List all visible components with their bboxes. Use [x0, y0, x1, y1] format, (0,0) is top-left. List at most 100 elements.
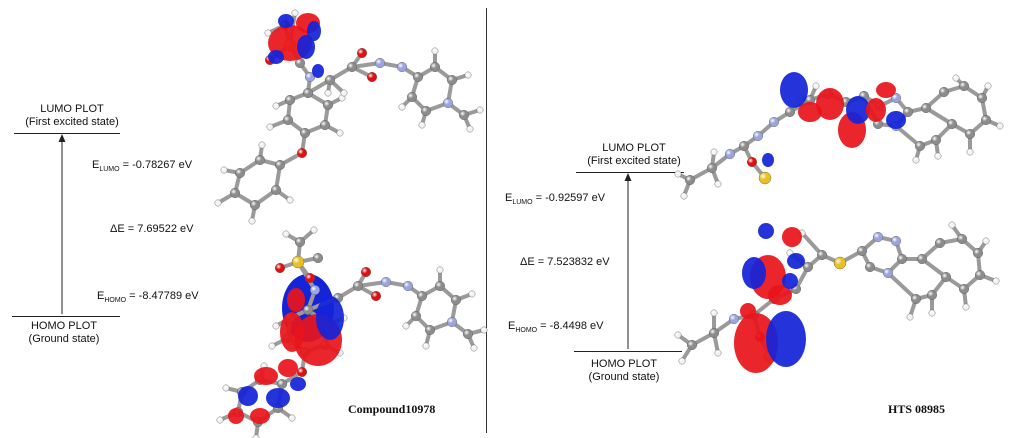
left-homo-atom [424, 324, 435, 335]
left-homo-atom [222, 384, 230, 392]
right-lumo-atom [914, 140, 925, 151]
right-homo-atom [948, 221, 956, 229]
left-lumo-atom [429, 62, 440, 73]
right-homo-atom [678, 357, 686, 365]
left-lumo-atom [299, 127, 310, 138]
left-homo-atom [294, 237, 305, 248]
right-e-homo: EHOMO = -8.4498 eV [508, 320, 604, 335]
left-lumo-atom [336, 129, 344, 137]
left-homo-atom [370, 290, 381, 301]
right-homo-atom [928, 309, 936, 317]
left-e-lumo: ELUMO = -0.78267 eV [92, 159, 193, 174]
right-homo-sublabel: (Ground state) [588, 371, 660, 383]
left-homo-atom [216, 416, 224, 424]
left-lumo-atom [254, 154, 265, 165]
right-e-lumo: ELUMO = -0.92597 eV [505, 192, 606, 207]
left-lumo-atom [220, 166, 228, 174]
left-homo-orbital-lobe [278, 359, 298, 377]
left-lumo-atom [374, 58, 385, 69]
right-lumo-atom [934, 152, 942, 160]
right-lumo-atom [920, 103, 931, 114]
left-lumo-atom [466, 125, 474, 133]
left-lumo-atom [230, 187, 241, 198]
right-lumo-atom [966, 148, 974, 156]
left-lumo-orbital-lobe [312, 64, 324, 78]
left-homo-orbital-lobe [250, 408, 270, 424]
left-homo-orbital-lobe [316, 296, 344, 340]
right-homo-orbital-lobe [734, 313, 778, 373]
left-homo-atom [410, 310, 421, 321]
left-lumo-atom [418, 121, 426, 129]
left-lumo-atom [459, 109, 470, 120]
right-lumo-orbital-lobe [816, 88, 844, 120]
left-lumo-atom [248, 217, 256, 225]
left-energy-arrow [58, 134, 66, 314]
right-lumo-atom [912, 156, 920, 164]
right-homo-atom [982, 237, 990, 245]
left-homo-atom [434, 281, 445, 292]
left-lumo-atom [476, 106, 484, 114]
right-lumo-atom [947, 118, 958, 129]
left-compound-name: Compound10978 [348, 402, 436, 416]
right-homo-atom [906, 313, 914, 321]
right-energy-arrow [624, 173, 632, 349]
right-homo-atom [710, 309, 718, 317]
left-lumo-label: LUMO PLOT (First excited state) [12, 103, 132, 129]
left-homo-atom [288, 414, 296, 422]
right-homo-atom [687, 339, 698, 350]
left-lumo-atom [464, 71, 472, 79]
left-lumo-atom [291, 9, 299, 17]
right-homo-label: HOMO PLOT (Ground state) [574, 358, 674, 384]
right-lumo-atom [939, 87, 950, 98]
right-lumo-atom [959, 81, 970, 92]
right-homo-orbital-lobe [742, 257, 766, 289]
right-lumo-bond [924, 106, 954, 126]
left-homo-orbital-lobe [287, 288, 305, 312]
left-lumo-sublabel: (First excited state) [25, 116, 119, 128]
right-homo-atom [992, 277, 1000, 285]
left-homo-sublabel: (Ground state) [28, 333, 100, 345]
right-lumo-sublabel: (First excited state) [587, 155, 681, 167]
left-homo-atom [310, 226, 318, 234]
left-homo-atom [352, 281, 363, 292]
right-lumo-atom [784, 107, 795, 118]
left-homo-atom [252, 434, 260, 438]
right-lumo-atom [812, 82, 820, 90]
right-lumo-molecule-render [674, 72, 1004, 200]
left-homo-orbital-lobe [238, 386, 258, 406]
left-lumo-atom [406, 91, 417, 102]
left-homo-orbital-lobe [280, 312, 304, 352]
left-homo-orbital-lobe [290, 377, 306, 391]
left-e-homo: EHOMO = -8.47789 eV [97, 290, 199, 305]
left-lumo-orbital-lobe [268, 50, 284, 64]
left-homo-atom [276, 378, 287, 389]
right-lumo-orbital-lobe [886, 111, 906, 129]
left-lumo-atom [396, 62, 407, 73]
right-lumo-atom [931, 134, 942, 145]
right-lumo-atom [977, 93, 988, 104]
right-lumo-orbital-lobe [846, 96, 870, 124]
left-lumo-molecule-render [214, 9, 484, 225]
left-lumo-atom [214, 199, 222, 207]
left-lumo-orbital-lobe [307, 21, 321, 41]
left-homo-atom [451, 294, 462, 305]
left-homo-atom [416, 290, 427, 301]
left-lumo-atom [431, 47, 439, 55]
right-lumo-atom [952, 74, 960, 82]
left-lumo-atom [235, 167, 246, 178]
left-homo-atom [480, 326, 488, 334]
right-homo-atom [802, 262, 813, 273]
left-lumo-atom [322, 99, 333, 110]
right-homo-orbital-lobe [782, 227, 802, 247]
left-lumo-atom [302, 87, 313, 98]
right-lumo-orbital-lobe [876, 82, 896, 98]
right-homo-atom [896, 254, 907, 265]
right-lumo-atom [902, 107, 913, 118]
right-lumo-bond [894, 124, 922, 148]
left-lumo-atom [324, 89, 332, 97]
right-lumo-atom [768, 116, 779, 127]
right-lumo-orbital-lobe [798, 102, 822, 122]
right-delta-e: ΔE = 7.523832 eV [520, 256, 610, 268]
left-homo-atom [309, 284, 320, 295]
right-homo-atom [927, 289, 938, 300]
